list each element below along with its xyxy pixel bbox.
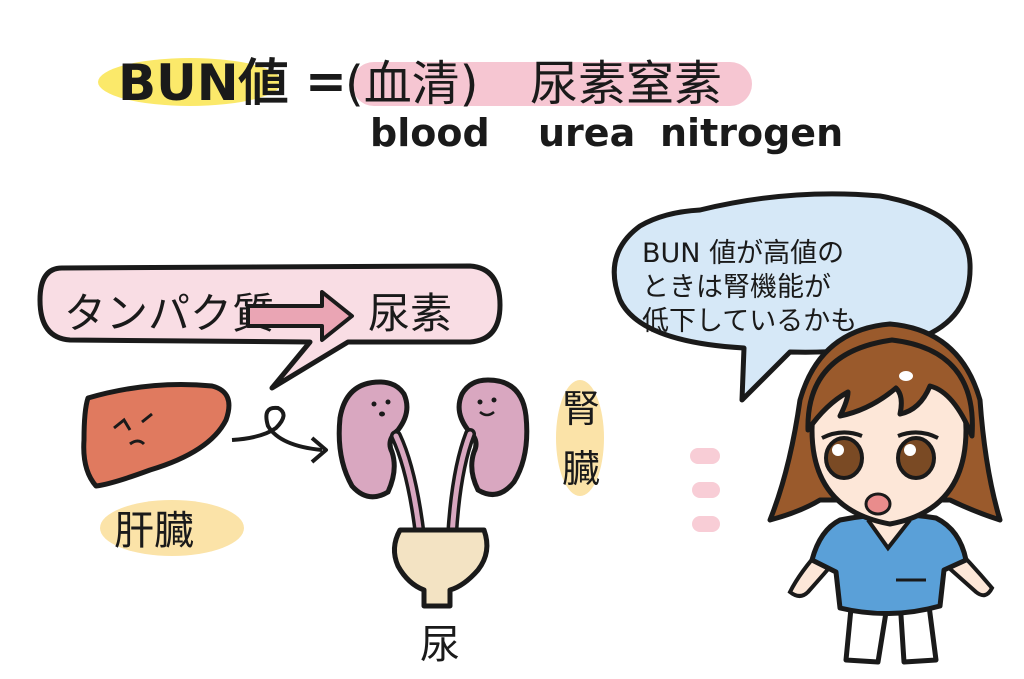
nurse-bubble-line1: BUN 値が高値の xyxy=(642,238,844,269)
english-nitrogen: nitrogen xyxy=(660,111,843,155)
process-speech-bubble: タンパク質 尿素 xyxy=(37,263,503,391)
title-bun-highlight xyxy=(98,58,282,106)
title-equals-sign: = xyxy=(305,52,347,110)
nurse-character xyxy=(767,321,1003,665)
kidney-label-highlight xyxy=(556,380,604,496)
nurse-bangs xyxy=(805,337,975,439)
title-bun-text: BUN値 xyxy=(118,54,289,112)
liver-label: 肝臓 xyxy=(114,508,194,554)
title-term-text: 尿素窒素 xyxy=(530,56,722,112)
liver-icon xyxy=(81,382,232,489)
liver-to-kidney-arrowhead-icon xyxy=(310,436,328,464)
english-urea: urea xyxy=(538,111,635,155)
process-from-text: タンパク質 xyxy=(64,289,274,338)
liver-to-kidney-arrow-icon xyxy=(231,405,323,452)
nurse-eyes xyxy=(821,430,939,480)
right-ureter-fill xyxy=(449,431,473,539)
title-group: BUN値 = (血清) 尿素窒素 xyxy=(98,52,752,112)
kidney-label-line1: 腎 xyxy=(562,387,600,431)
kidney-label-line2: 臓 xyxy=(562,447,600,491)
process-to-text: 尿素 xyxy=(368,289,452,338)
left-kidney-icon xyxy=(336,379,410,500)
process-arrow-icon xyxy=(246,290,354,342)
title-serum-text: (血清) xyxy=(345,56,478,112)
right-kidney-icon xyxy=(456,377,530,497)
nurse-speech-bubble: BUN 値が高値の ときは腎機能が 低下しているかも xyxy=(611,191,973,403)
urine-label: 尿 xyxy=(420,622,460,668)
bladder-icon xyxy=(392,527,490,609)
pink-dash-marks xyxy=(690,448,720,532)
nurse-mouth xyxy=(864,492,892,516)
nurse-bubble-line2: ときは腎機能が xyxy=(642,272,831,303)
english-gloss: blood urea nitrogen xyxy=(370,111,843,155)
english-blood: blood xyxy=(370,111,490,155)
nurse-bubble-line3: 低下しているかも xyxy=(642,306,857,337)
left-ureter-fill xyxy=(393,433,423,539)
liver-label-highlight xyxy=(100,500,244,556)
title-term-highlight xyxy=(352,62,752,106)
